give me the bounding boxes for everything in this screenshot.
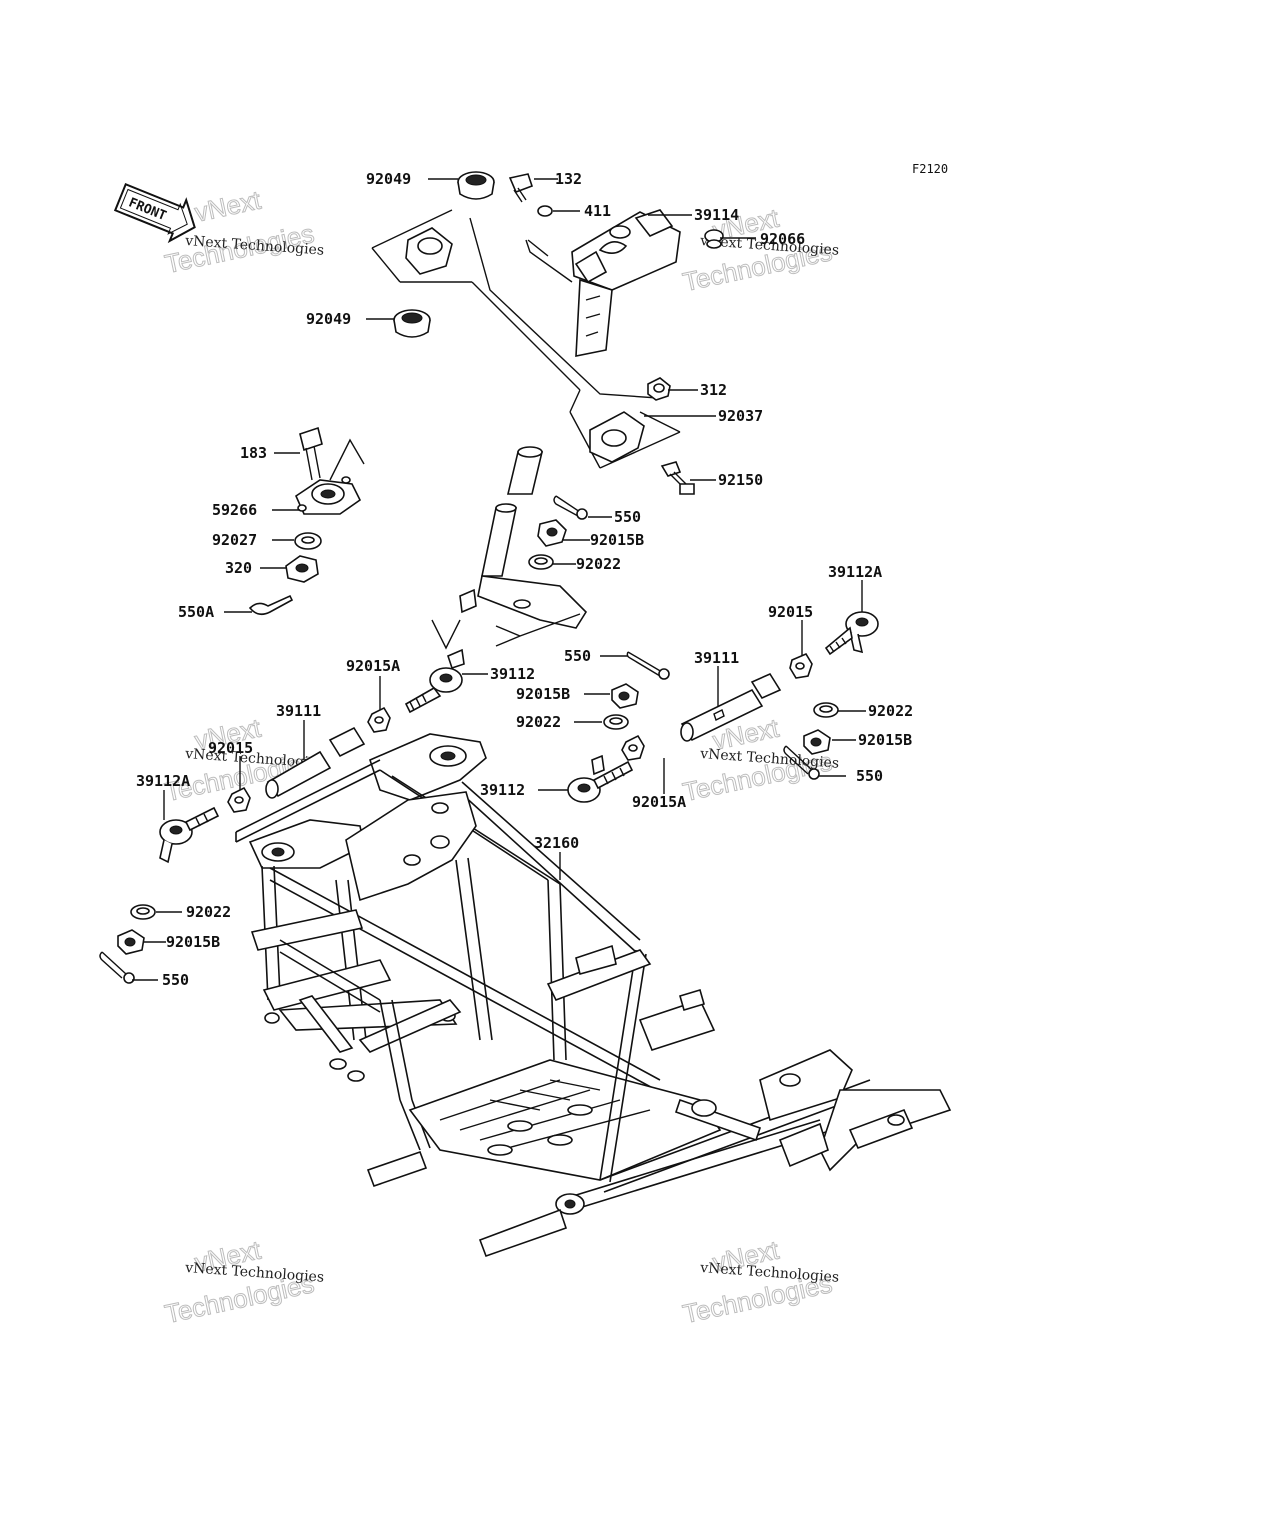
tie-rod-end-39112-lower [567, 754, 634, 803]
tie-rod-end-39112-upper [404, 648, 465, 714]
nut-92015A-right [621, 734, 645, 761]
nut-92015B-right [803, 729, 831, 755]
label-39112: 39112 [480, 781, 525, 799]
label-92049: 92049 [366, 170, 411, 188]
washer-92022-right [813, 702, 839, 718]
label-39111: 39111 [694, 649, 739, 667]
nut-92015-left [227, 786, 251, 813]
washer-92027 [294, 532, 322, 550]
label-92022: 92022 [186, 903, 231, 921]
handlebar-bracket-39114 [525, 209, 681, 357]
tie-rod-39111-left [265, 726, 366, 799]
leader-lines [132, 178, 866, 981]
handlebar-holder-lower-part [405, 227, 453, 275]
label-550: 550 [162, 971, 189, 989]
label-39112: 39112 [490, 665, 535, 683]
figure-code: F2120 [912, 162, 948, 176]
label-92015: 92015 [768, 603, 813, 621]
washer-411 [537, 205, 553, 217]
label-92015B: 92015B [858, 731, 912, 749]
label-92022: 92022 [516, 713, 561, 731]
bolt-132 [508, 173, 534, 203]
bushing-92049-top [457, 171, 495, 200]
label-92015B: 92015B [590, 531, 644, 549]
label-92022: 92022 [576, 555, 621, 573]
label-550: 550 [856, 767, 883, 785]
nut-92015-right [789, 652, 813, 679]
cotter-pin-550A [248, 594, 294, 616]
bushing-92049-mid [393, 309, 431, 338]
bolt-183 [299, 426, 323, 481]
label-92066: 92066 [760, 230, 805, 248]
label-39112A: 39112A [136, 772, 190, 790]
cotter-pin-550-upper [553, 495, 588, 520]
nut-92015B-left [117, 929, 145, 955]
washer-92022-upper [528, 554, 554, 570]
tie-rod-39111-right [680, 672, 782, 742]
cotter-pin-550-right [783, 745, 820, 780]
label-92015A: 92015A [346, 657, 400, 675]
label-92015B: 92015B [166, 933, 220, 951]
label-92015A: 92015A [632, 793, 686, 811]
washer-92022-left [130, 904, 156, 920]
label-320: 320 [225, 559, 252, 577]
part-labels: 92049 132 411 39114 92066 92049 312 9203… [136, 170, 913, 989]
label-32160: 32160 [534, 834, 579, 852]
bolt-92150 [660, 461, 695, 495]
label-92015: 92015 [208, 739, 253, 757]
label-312: 312 [700, 381, 727, 399]
nut-92015A-left [367, 706, 391, 733]
label-132: 132 [555, 170, 582, 188]
holder-92037 [589, 411, 645, 463]
label-39112A: 39112A [828, 563, 882, 581]
label-411: 411 [584, 202, 611, 220]
label-92015B: 92015B [516, 685, 570, 703]
tie-rod-end-39112A-right [824, 611, 879, 656]
frame-32160 [235, 733, 952, 1258]
label-550A: 550A [178, 603, 214, 621]
cotter-pin-550-left [99, 951, 135, 984]
nut-92015B-upper [537, 519, 567, 547]
front-arrow-icon: FRONT [113, 182, 196, 244]
washer-92022-mid [603, 714, 629, 730]
label-59266: 59266 [212, 501, 257, 519]
label-550: 550 [614, 508, 641, 526]
bearing-housing-59266 [294, 476, 362, 515]
label-92150: 92150 [718, 471, 763, 489]
steering-shaft [431, 446, 588, 650]
label-92022: 92022 [868, 702, 913, 720]
label-92027: 92027 [212, 531, 257, 549]
nut-92015B-mid [611, 683, 639, 709]
cap-92066 [704, 229, 724, 249]
label-92049: 92049 [306, 310, 351, 328]
nut-320 [285, 555, 319, 583]
nut-312 [647, 377, 671, 401]
label-550: 550 [564, 647, 591, 665]
label-183: 183 [240, 444, 267, 462]
label-39114: 39114 [694, 206, 739, 224]
svg-text:vNext: vNext [192, 184, 264, 227]
label-92037: 92037 [718, 407, 763, 425]
tie-rod-end-39112A-left [159, 806, 220, 864]
cotter-pin-550-mid [626, 651, 670, 680]
label-39111: 39111 [276, 702, 321, 720]
